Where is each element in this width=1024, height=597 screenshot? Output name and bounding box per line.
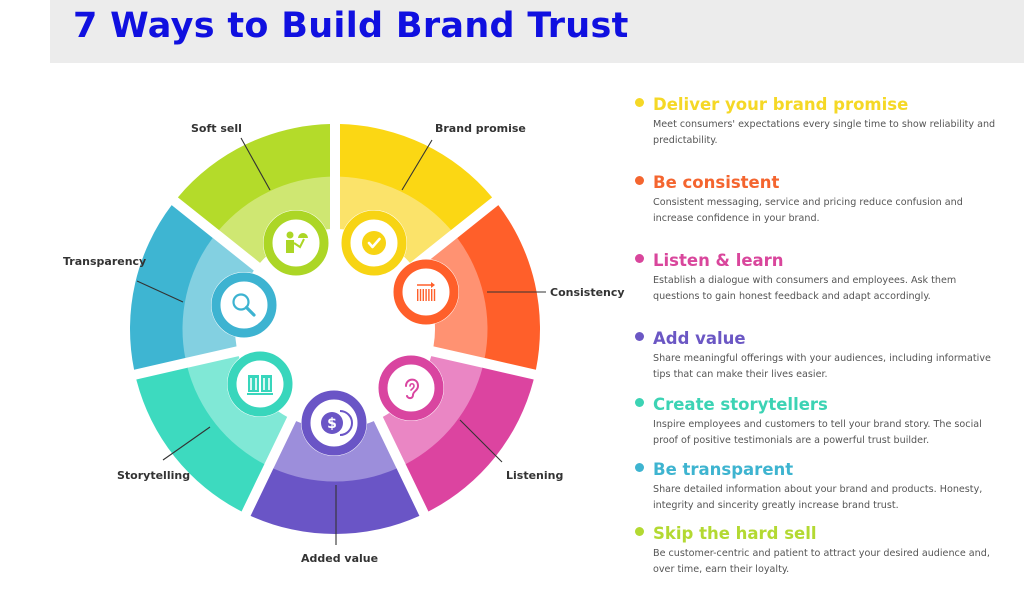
tip-title: Add value [653,329,746,348]
wheel-label-soft-sell: Soft sell [191,122,242,135]
bullet-dot [635,463,644,472]
tip-description: Share meaningful offerings with your aud… [653,353,991,380]
wheel-label-brand-promise: Brand promise [435,122,526,135]
person-serving-icon [263,210,329,276]
tip-title: Deliver your brand promise [653,95,909,114]
wheel-label-transparency: Transparency [63,255,147,268]
bullet-dot [635,398,644,407]
sector-outer-consistency [456,205,540,370]
sector-outer-storytelling [136,367,265,512]
wheel-sectors [130,124,540,534]
bullet-dot [635,527,644,536]
sector-inner-storytelling [187,356,288,465]
leader-brand-promise [401,139,433,191]
bullet-dot [635,254,644,263]
sector-outer-brand-promise [339,124,493,231]
bullet-dot [635,332,644,341]
magnifier-icon [211,272,277,338]
tip-title: Listen & learn [653,251,784,270]
wheel-icons: $ [211,210,459,456]
header-bar [50,0,1024,63]
tip-description: Consistent messaging, service and pricin… [653,197,963,224]
checkmark-icon [341,210,407,276]
sector-outer-transparency [130,205,214,370]
tip-description: Meet consumers' expectations every singl… [653,119,996,146]
leader-transparency [136,280,184,303]
sector-outer-listening [405,367,534,512]
brand-trust-wheel: $ [130,124,546,545]
ear-icon [378,355,444,421]
wheel-label-consistency: Consistency [550,286,625,299]
tip-title: Be consistent [653,173,780,192]
tip-description: Share detailed information about your br… [653,484,983,511]
leader-soft-sell [240,137,271,191]
open-book-icon [227,351,293,417]
tip-title: Skip the hard sell [653,524,817,543]
svg-text:$: $ [327,416,337,432]
wheel-label-added-value: Added value [301,552,379,565]
leader-storytelling [162,426,211,461]
tip-description: Establish a dialogue with consumers and … [653,275,957,302]
dollar-coin-icon: $ [301,390,367,456]
barcode-arrow-icon [393,259,459,325]
sector-outer-added-value [250,468,420,534]
leader-listening [459,419,503,463]
wheel-label-listening: Listening [506,469,564,482]
tip-title: Create storytellers [653,395,828,414]
bullet-dot [635,176,644,185]
tip-description: Be customer-centric and patient to attra… [653,548,990,575]
wheel-label-storytelling: Storytelling [117,469,191,482]
tip-title: Be transparent [653,460,794,479]
bullet-dot [635,98,644,107]
page-title: 7 Ways to Build Brand Trust [73,6,629,46]
sector-outer-soft-sell [177,124,331,231]
tip-description: Inspire employees and customers to tell … [653,419,982,446]
wheel-leader-lines [136,137,546,545]
